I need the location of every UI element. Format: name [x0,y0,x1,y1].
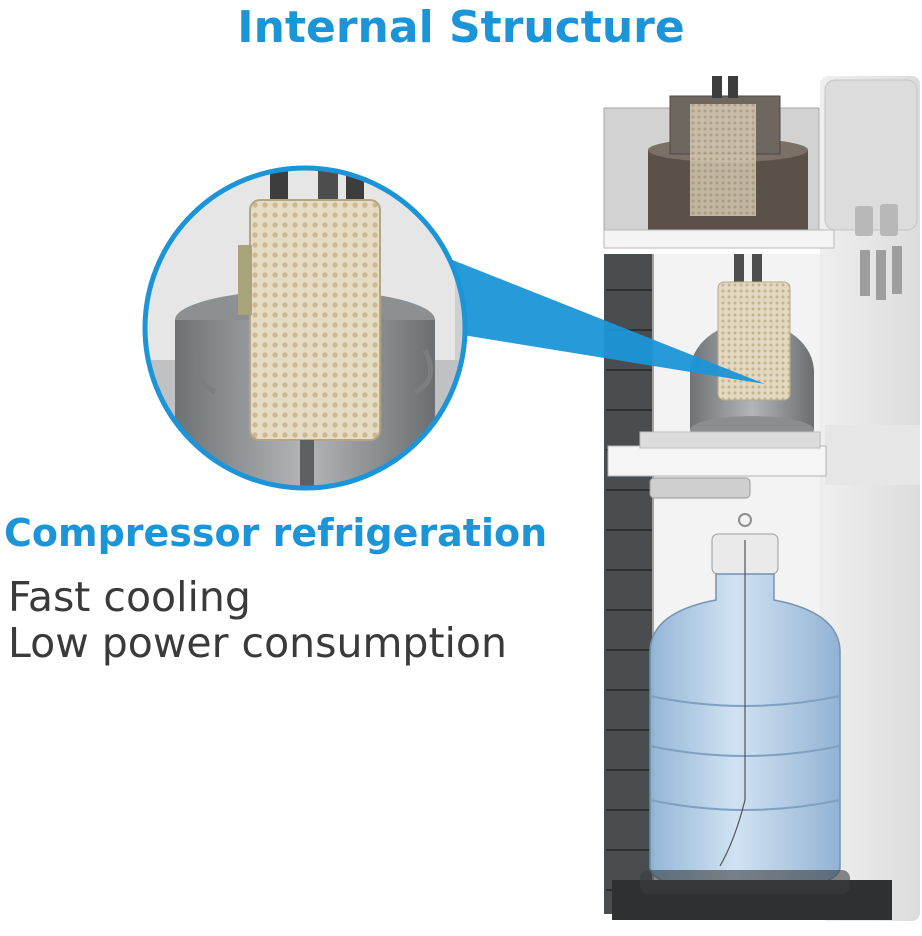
water-bottle [649,513,841,889]
faucet-icon [855,204,902,300]
middle-shelf [607,445,827,477]
zoom-pointer [440,255,765,384]
feature-heading: Compressor refrigeration [4,511,548,555]
upper-shelf [603,229,835,249]
hot-cold-tank [603,76,820,234]
compressor [690,254,814,444]
compressor-zoom-view [142,165,468,491]
page-title: Internal Structure [237,2,685,53]
feature-item-low-power: Low power consumption [8,619,507,667]
feature-item-fast-cooling: Fast cooling [8,573,251,621]
